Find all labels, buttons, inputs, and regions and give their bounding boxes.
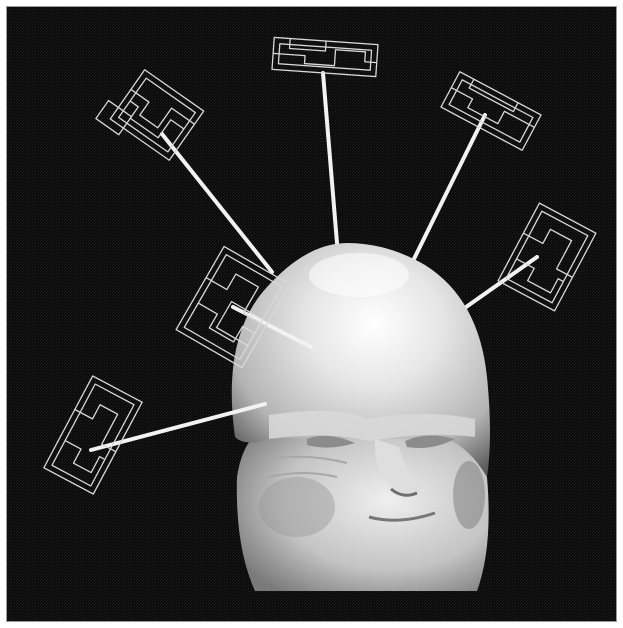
image-frame [6,6,617,622]
scene-canvas [7,7,617,622]
head-model [232,243,490,591]
crown-highlight [309,253,409,297]
left-cheek-shadow [259,477,335,537]
right-cheek-shadow [453,461,485,529]
